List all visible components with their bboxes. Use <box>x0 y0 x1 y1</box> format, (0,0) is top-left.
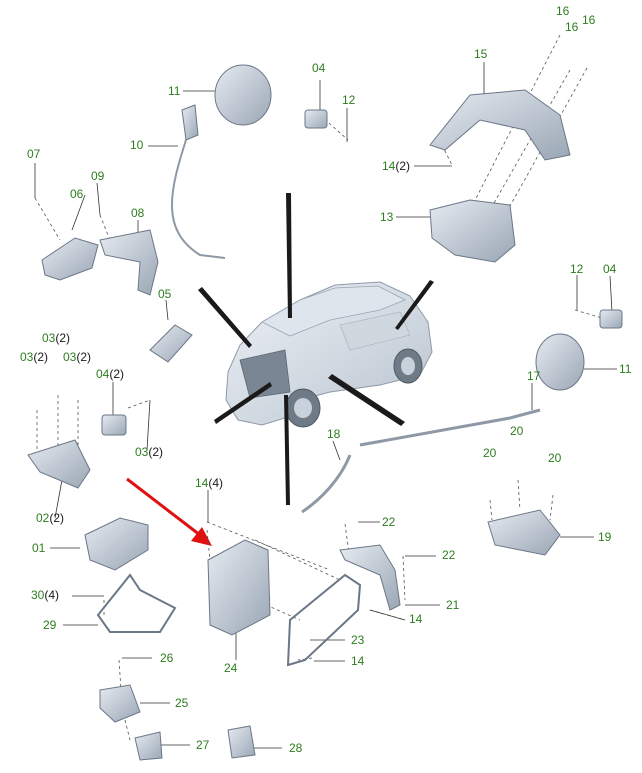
part-11-horn-right <box>535 333 585 391</box>
pointer-spikes <box>198 193 434 505</box>
part-04-clip <box>304 109 328 129</box>
part-04-clip-pair <box>101 414 127 436</box>
label-30: 30(4) <box>31 588 60 602</box>
label-14d: 14 <box>351 654 365 668</box>
label-11a: 11 <box>168 84 181 98</box>
part-04-clip-right <box>599 309 623 329</box>
label-07: 07 <box>27 147 41 161</box>
label-05: 05 <box>158 287 172 301</box>
leader-lines <box>34 62 617 749</box>
label-04a: 04 <box>312 61 326 75</box>
part-27-clip <box>134 731 163 761</box>
part-19-module <box>487 509 561 556</box>
label-24: 24 <box>224 661 238 675</box>
label-29: 29 <box>43 618 57 632</box>
label-03b: 03(2) <box>20 350 49 364</box>
label-03d: 03(2) <box>135 445 164 459</box>
part-06-relay <box>41 237 99 281</box>
label-13: 13 <box>380 210 394 224</box>
label-20b: 20 <box>483 446 497 460</box>
label-28: 28 <box>289 741 303 755</box>
part-08-bracket <box>99 229 159 296</box>
label-12a: 12 <box>342 93 356 107</box>
label-09: 09 <box>91 169 105 183</box>
part-10-sensor <box>181 104 199 141</box>
label-10: 10 <box>130 138 144 152</box>
label-14a: 14(2) <box>382 159 411 173</box>
label-22a: 22 <box>382 515 396 529</box>
label-17: 17 <box>527 369 541 383</box>
part-21-bracket <box>339 544 401 611</box>
red-arrow <box>126 477 212 546</box>
label-11b: 11 <box>619 362 632 376</box>
part-13-pump <box>429 199 516 263</box>
label-02: 02(2) <box>36 511 65 525</box>
label-22b: 22 <box>442 548 456 562</box>
label-16c: 16 <box>582 13 596 27</box>
label-26: 26 <box>160 651 174 665</box>
parts <box>27 64 623 761</box>
label-03c: 03(2) <box>63 350 92 364</box>
label-20a: 20 <box>510 424 524 438</box>
label-08: 08 <box>131 206 145 220</box>
label-23: 23 <box>351 633 365 647</box>
part-01-pump <box>84 517 149 571</box>
label-15: 15 <box>474 47 488 61</box>
part-25-part <box>99 684 141 723</box>
label-21: 21 <box>446 598 460 612</box>
label-25: 25 <box>175 696 189 710</box>
label-12b: 12 <box>570 262 584 276</box>
label-20c: 20 <box>548 451 562 465</box>
label-16a: 16 <box>556 4 570 18</box>
vehicle-illustration <box>225 281 433 428</box>
part-23-bracket <box>286 573 362 667</box>
part-02-bracket <box>27 439 91 489</box>
label-18: 18 <box>327 427 341 441</box>
part-05-sensor <box>149 324 193 363</box>
label-04c: 04(2) <box>96 367 125 381</box>
label-01: 01 <box>32 541 46 555</box>
part-29-bracket <box>96 573 177 633</box>
label-04b: 04 <box>603 262 617 276</box>
part-15-bracket <box>429 89 571 161</box>
label-19: 19 <box>598 530 612 544</box>
part-28-clip <box>227 725 256 759</box>
label-03a: 03(2) <box>42 331 71 345</box>
label-14c: 14 <box>409 612 423 626</box>
label-06: 06 <box>70 187 84 201</box>
label-14b: 14(4) <box>195 476 224 490</box>
label-27: 27 <box>196 738 210 752</box>
part-11-horn <box>214 64 272 126</box>
part-24-ecu <box>207 539 271 636</box>
label-16b: 16 <box>565 20 579 34</box>
